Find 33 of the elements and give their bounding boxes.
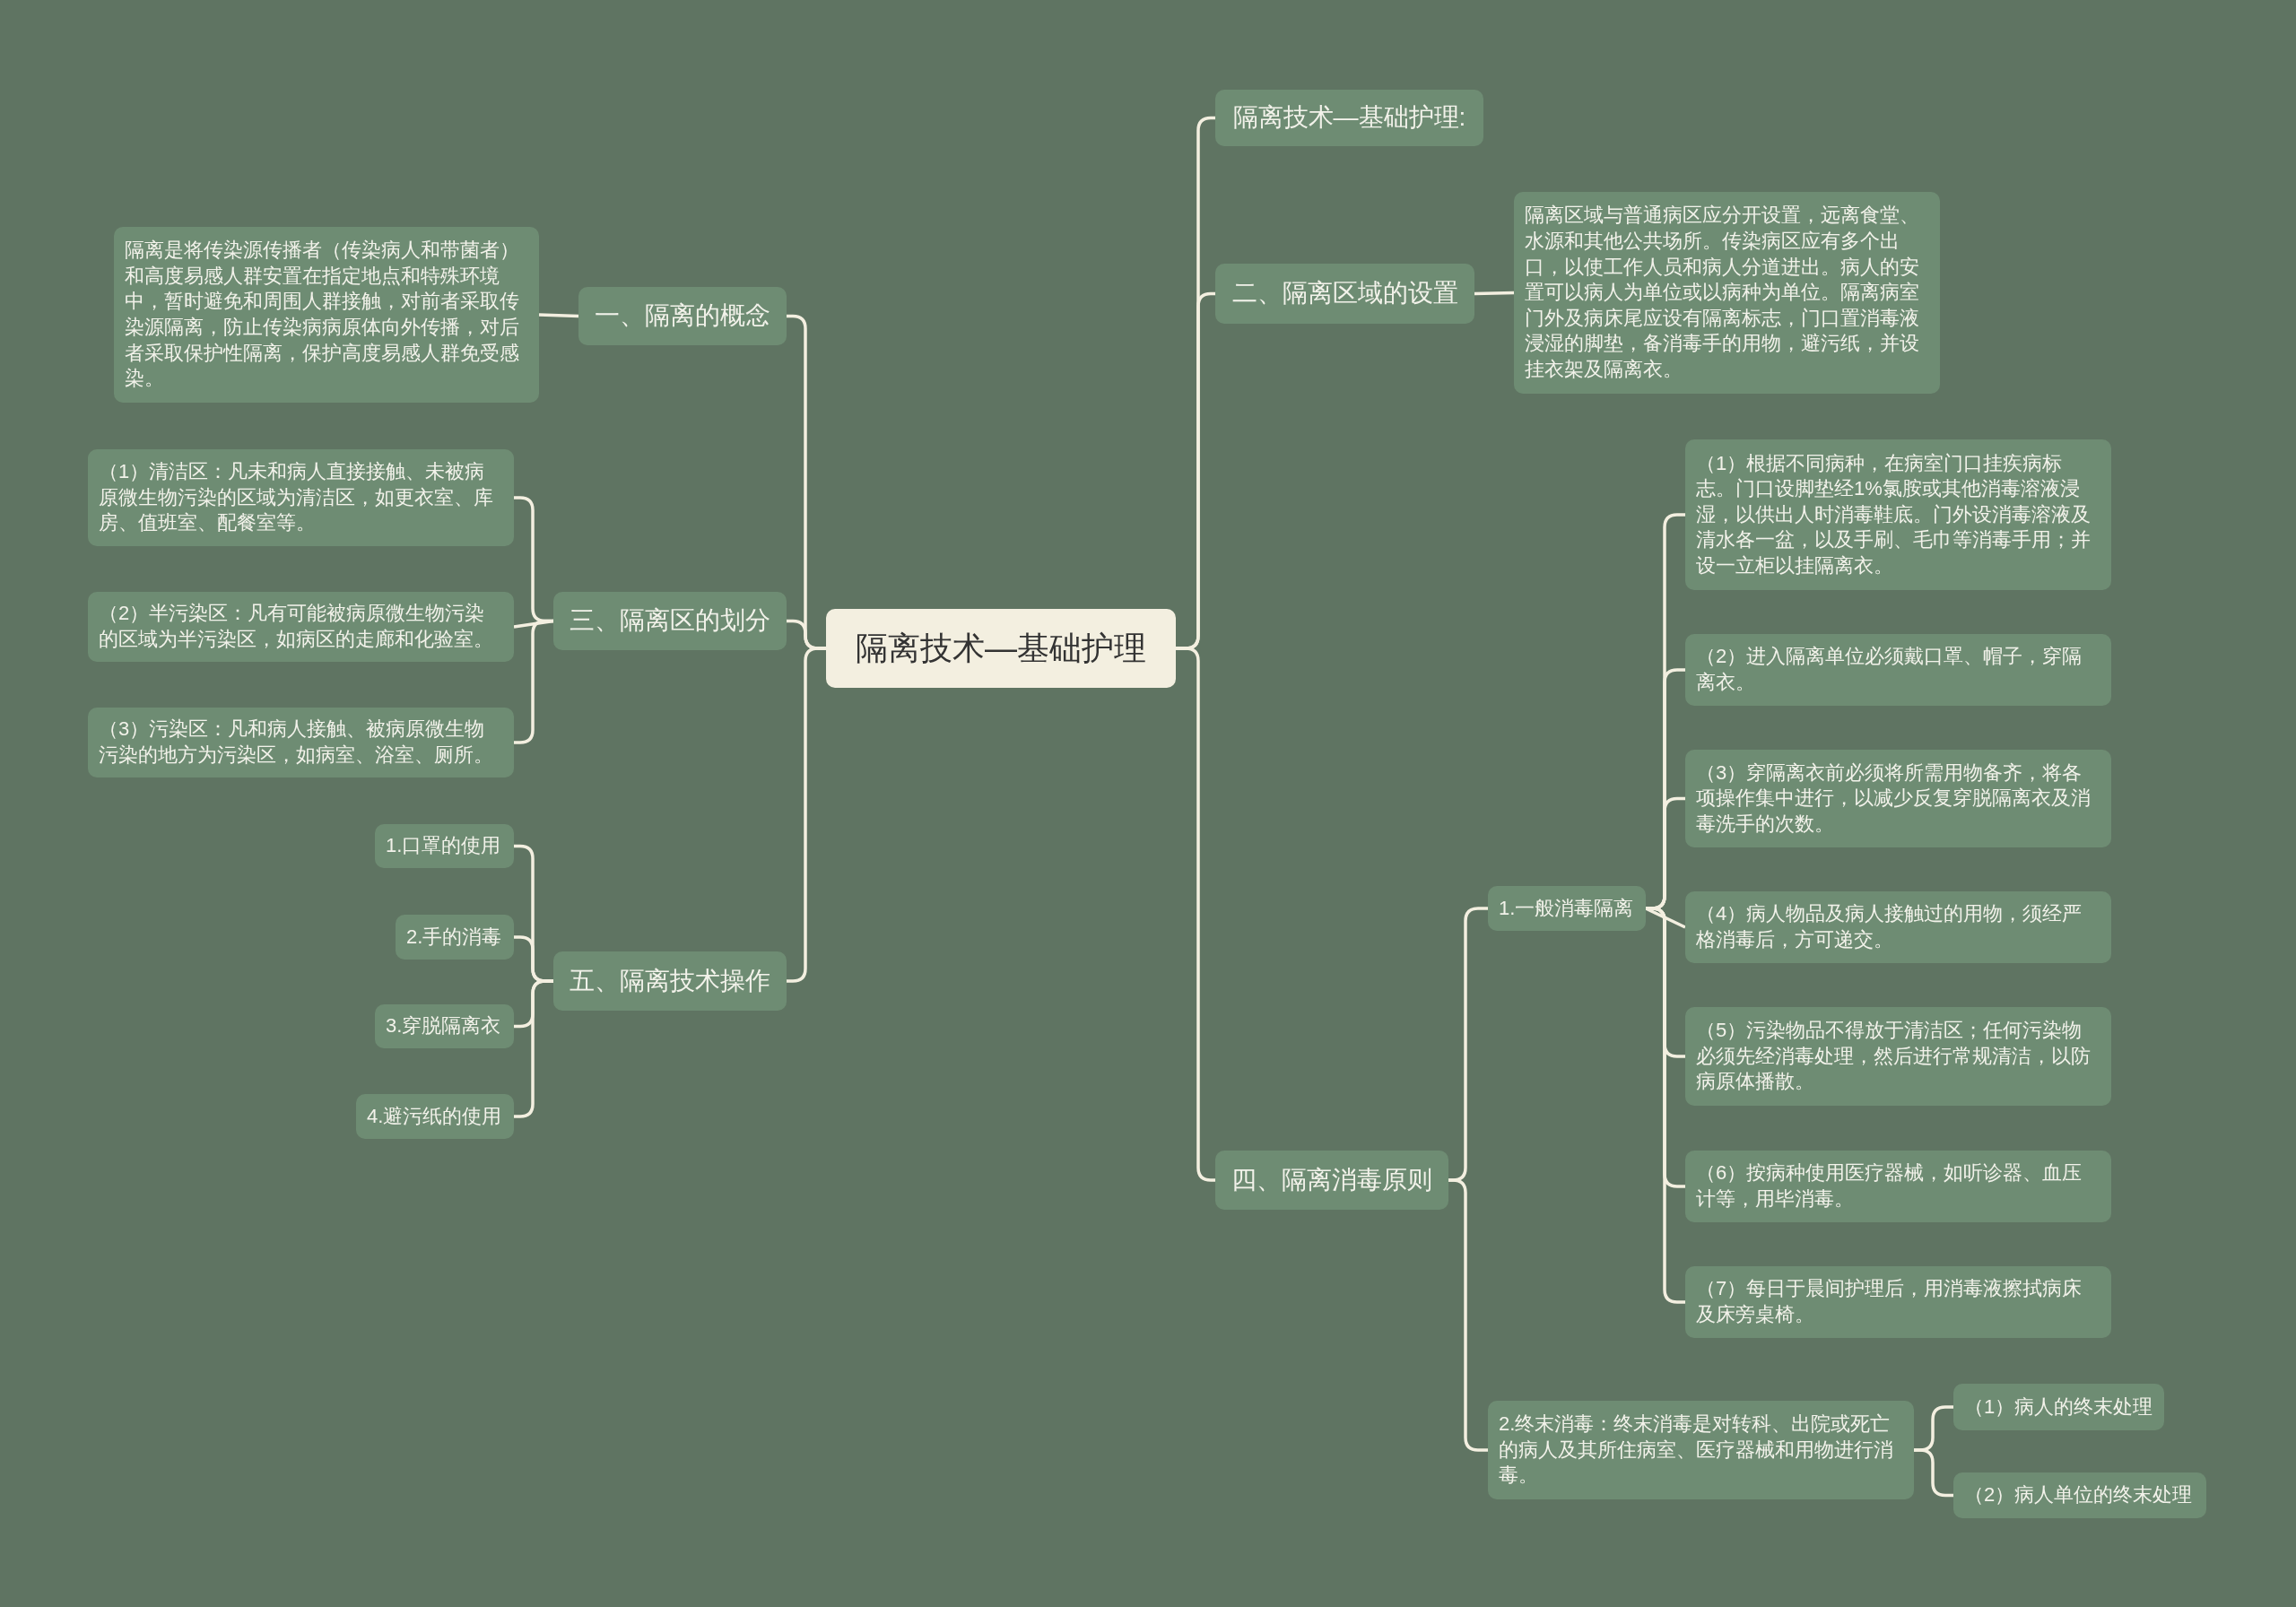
topic-box: 4.避污纸的使用 <box>356 1094 514 1139</box>
connector-line <box>1474 291 1515 296</box>
topic-box: （2）进入隔离单位必须戴口罩、帽子，穿隔离衣。 <box>1685 634 2111 706</box>
topic-box: （2）半污染区：凡有可能被病原微生物污染的区域为半污染区，如病区的走廊和化验室。 <box>88 592 514 662</box>
topic-box: 五、隔离技术操作 <box>553 951 787 1011</box>
topic-box: （1）清洁区：凡未和病人直接接触、未被病原微生物污染的区域为清洁区，如更衣室、库房、值班室、配餐室等。 <box>88 449 514 546</box>
topic-box: （7）每日于晨间护理后，用消毒液擦拭病床及床旁桌椅。 <box>1685 1266 2111 1338</box>
topic-box: （1）根据不同病种，在病室门口挂疾病标志。门口设脚垫经1%氯胺或其他消毒溶液浸湿，以供出人时消毒鞋底。门外设消毒溶液及清水各一盆，以及手刷、毛巾等消毒手用；并设一立柜以挂隔离衣。 <box>1685 439 2111 590</box>
connector-line <box>787 647 826 983</box>
topic-box: （2）病人单位的终末处理 <box>1953 1472 2206 1518</box>
connector-line <box>1448 1178 1488 1452</box>
topic-box: 2.手的消毒 <box>396 915 514 960</box>
connector-line <box>514 979 553 1118</box>
central-topic-box: 隔离技术—基础护理 <box>826 609 1176 688</box>
connector-line <box>538 313 579 318</box>
topic-box: （4）病人物品及病人接触过的用物，须经严格消毒后，方可递交。 <box>1685 891 2111 963</box>
connector-line <box>514 619 553 744</box>
topic-box: 二、隔离区域的设置 <box>1215 264 1474 324</box>
topic-box: 3.穿脱隔离衣 <box>375 1004 514 1048</box>
topic-box: 三、隔离区的划分 <box>553 592 787 650</box>
topic-box: （6）按病种使用医疗器械，如听诊器、血压计等，用毕消毒。 <box>1685 1151 2111 1222</box>
topic-box: 隔离是将传染源传播者（传染病人和带菌者）和高度易感人群安置在指定地点和特殊环境中，暂时避免和周围人群接触，对前者采取传染源隔离，防止传染病病原体向外传播，对后者采取保护性隔离，保护高度易感人群免受感染。 <box>114 227 539 403</box>
topic-box: 1.一般消毒隔离 <box>1488 886 1646 931</box>
topic-box: （3）穿隔离衣前必须将所需用物备齐，将各项操作集中进行，以减少反复穿脱隔离衣及消毒洗手的次数。 <box>1685 750 2111 847</box>
topic-box: 隔离技术—基础护理: <box>1215 90 1483 146</box>
topic-box: 一、隔离的概念 <box>578 287 787 345</box>
topic-box: （1）病人的终末处理 <box>1953 1384 2164 1430</box>
topic-box: 1.口罩的使用 <box>375 824 514 868</box>
topic-box: （3）污染区：凡和病人接触、被病原微生物污染的地方为污染区，如病室、浴室、厕所。 <box>88 708 514 777</box>
topic-box: 2.终末消毒：终末消毒是对转科、出院或死亡的病人及其所住病室、医疗器械和用物进行消毒。 <box>1488 1401 1914 1499</box>
topic-box: （5）污染物品不得放于清洁区；任何污染物必须先经消毒处理，然后进行常规清洁，以防病原体播散。 <box>1685 1007 2111 1106</box>
topic-box: 隔离区域与普通病区应分开设置，远离食堂、水源和其他公共场所。传染病区应有多个出口，以使工作人员和病人分道进出。病人的安置可以病人为单位或以病种为单位。隔离病室门外及病床尾应设有隔离标志，门口置消毒液浸湿的脚垫，备消毒手的用物，避污纸，并设挂衣架及隔离衣。 <box>1514 192 1940 394</box>
topic-box: 四、隔离消毒原则 <box>1215 1151 1448 1210</box>
